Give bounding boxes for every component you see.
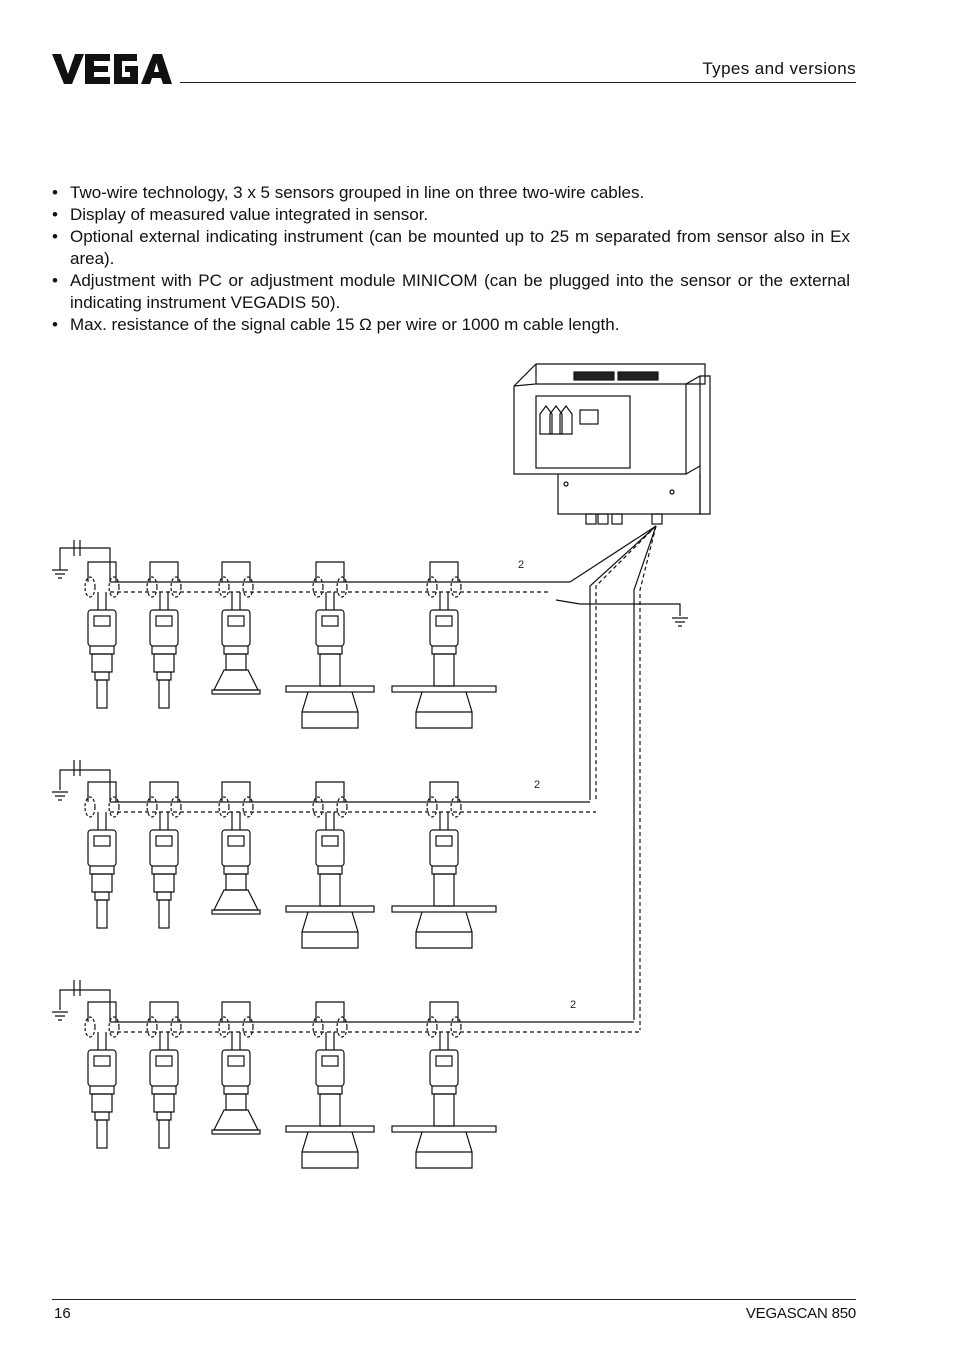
vegascan-housing bbox=[513, 363, 711, 525]
sensor-1-1 bbox=[84, 561, 120, 709]
sensor-3-3 bbox=[211, 1001, 261, 1135]
list-item: •Adjustment with PC or adjustment module… bbox=[52, 271, 850, 312]
sensor-2-1 bbox=[84, 781, 120, 929]
cable-label: 2 bbox=[518, 559, 524, 571]
sensor-3-2 bbox=[146, 1001, 182, 1149]
sensor-3-1 bbox=[84, 1001, 120, 1149]
bullet-icon: • bbox=[52, 205, 58, 224]
bullet-icon: • bbox=[52, 227, 58, 246]
sensor-1-3 bbox=[211, 561, 261, 695]
sensor-1-4 bbox=[285, 561, 375, 729]
sensor-2-3 bbox=[211, 781, 261, 915]
sensor-2-5 bbox=[391, 781, 497, 949]
sensor-2-4 bbox=[285, 781, 375, 949]
cable-label: 2 bbox=[570, 999, 576, 1011]
list-item: •Two-wire technology, 3 x 5 sensors grou… bbox=[52, 183, 645, 202]
bullet-icon: • bbox=[52, 315, 58, 334]
bullet-icon: • bbox=[52, 183, 58, 202]
sensor-row-3 bbox=[52, 980, 640, 1033]
bullet-icon: • bbox=[52, 271, 58, 290]
cable-label: 2 bbox=[534, 779, 540, 791]
vega-logo bbox=[52, 54, 172, 84]
sensor-row-2 bbox=[52, 760, 596, 813]
sensor-row-1 bbox=[52, 540, 570, 593]
list-item: •Optional external indicating instrument… bbox=[52, 227, 850, 268]
sensor-3-4 bbox=[285, 1001, 375, 1169]
header-rule bbox=[180, 82, 856, 83]
sensor-3-5 bbox=[391, 1001, 497, 1169]
list-item: •Max. resistance of the signal cable 15 … bbox=[52, 315, 620, 334]
sensor-1-5 bbox=[391, 561, 497, 729]
page-number: 16 bbox=[54, 1305, 71, 1322]
product-name: VEGASCAN 850 bbox=[745, 1305, 856, 1322]
footer-rule bbox=[52, 1299, 856, 1300]
sensor-2-2 bbox=[146, 781, 182, 929]
feature-list: •Two-wire technology, 3 x 5 sensors grou… bbox=[52, 182, 850, 336]
sensor-1-2 bbox=[146, 561, 182, 709]
section-title: Types and versions bbox=[702, 59, 856, 78]
list-item: •Display of measured value integrated in… bbox=[52, 205, 429, 224]
